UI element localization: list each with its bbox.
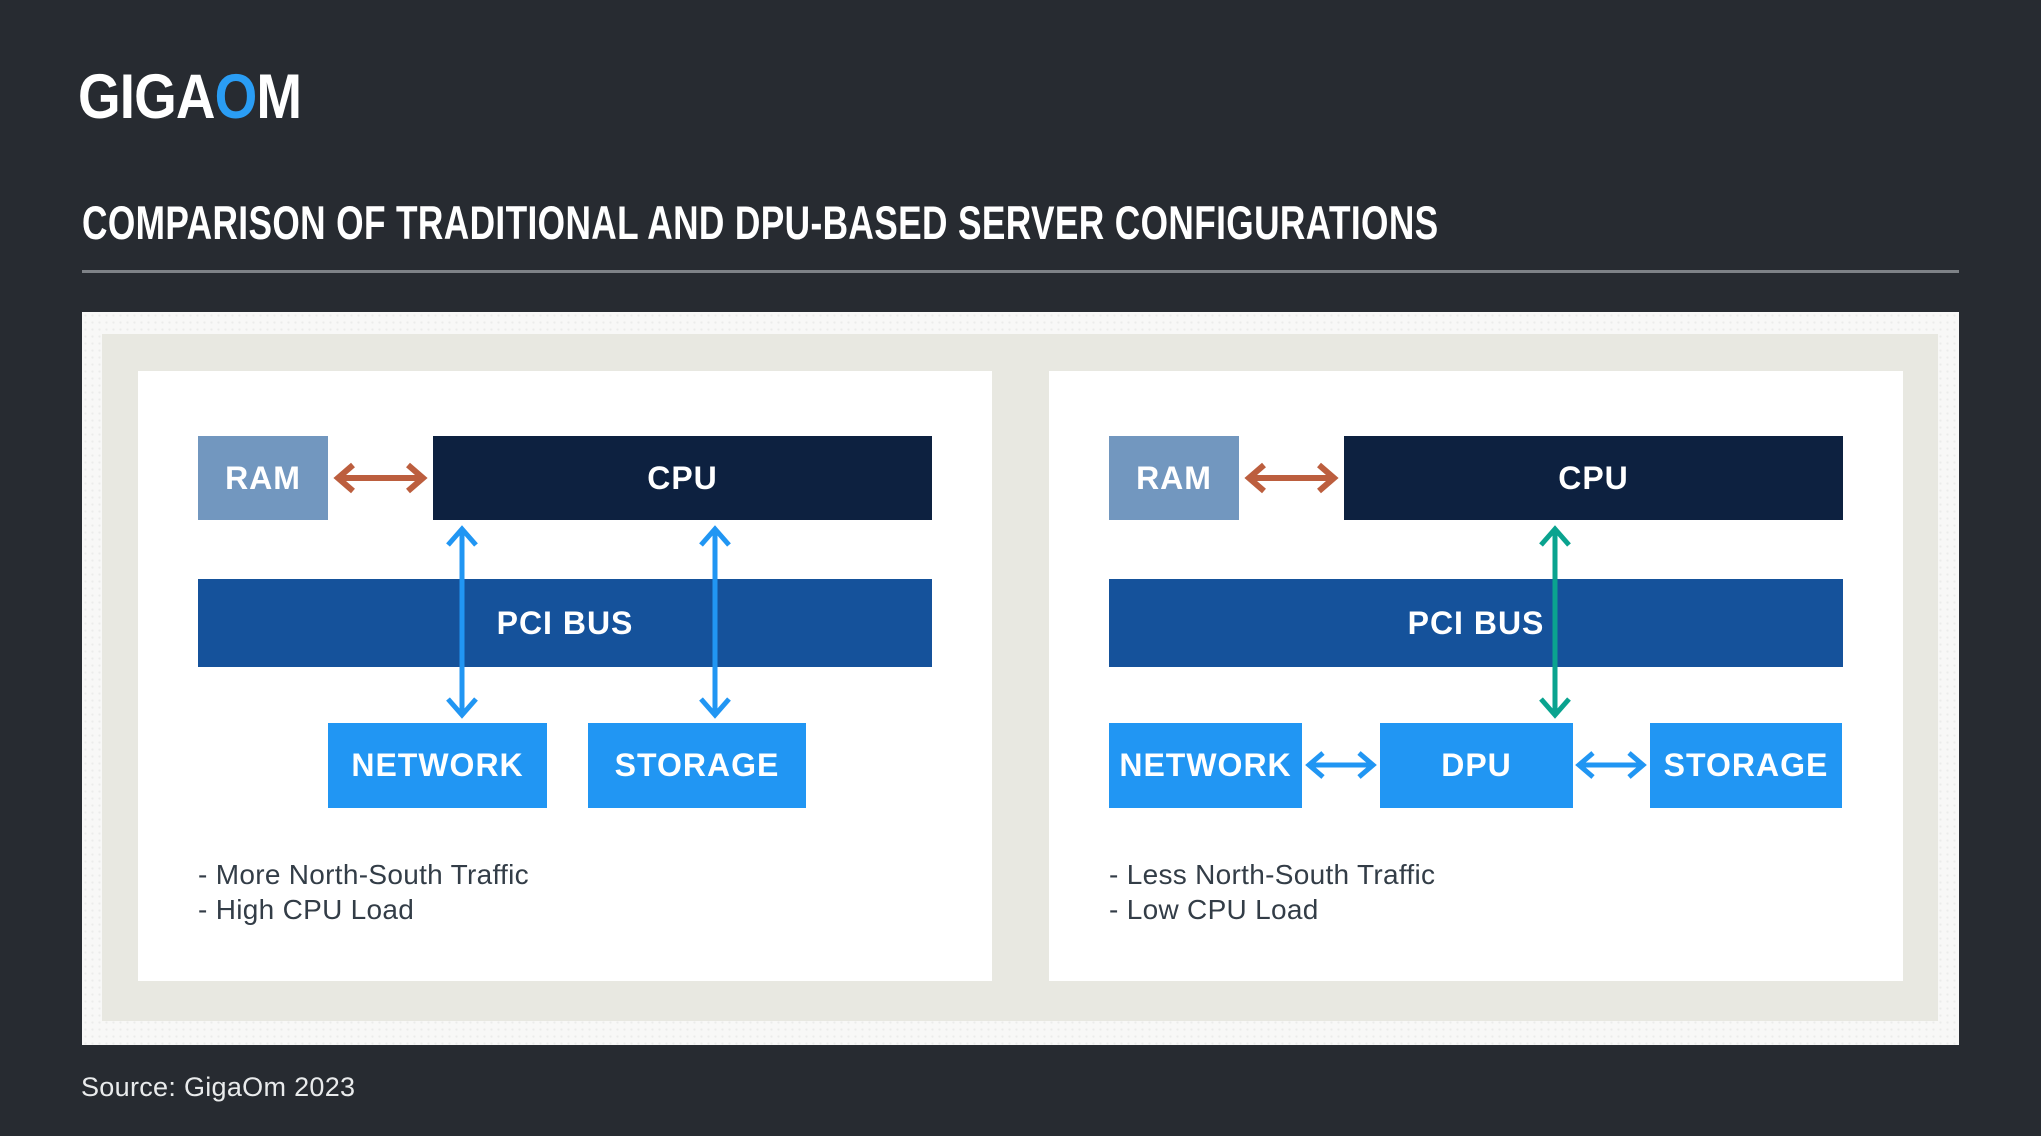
dpu-storage-arrow <box>1572 745 1650 785</box>
storage-box: STORAGE <box>1650 723 1842 808</box>
ram-box: RAM <box>1109 436 1239 520</box>
dpu-box: DPU <box>1380 723 1573 808</box>
ram-box: RAM <box>198 436 328 520</box>
dpu-notes: - Less North-South Traffic - Low CPU Loa… <box>1109 857 1435 927</box>
storage-label: STORAGE <box>614 747 780 783</box>
traditional-notes: - More North-South Traffic - High CPU Lo… <box>198 857 529 927</box>
title-divider <box>82 270 1959 273</box>
note-line: - More North-South Traffic <box>198 859 529 890</box>
logo-part-1: GIGA <box>78 62 215 132</box>
logo-part-2: M <box>256 62 302 132</box>
note-line: - High CPU Load <box>198 894 415 925</box>
network-box: NETWORK <box>328 723 547 808</box>
dpu-server-card: RAM CPU PCI BUS NETWORK DPU STORAGE <box>1049 371 1903 981</box>
traditional-server-card: RAM CPU PCI BUS NETWORK STORAGE - More N… <box>138 371 992 981</box>
network-dpu-arrow <box>1302 745 1380 785</box>
ram-cpu-arrow <box>1239 458 1344 498</box>
network-box: NETWORK <box>1109 723 1302 808</box>
network-label: NETWORK <box>1119 747 1292 783</box>
cpu-box: CPU <box>1344 436 1843 520</box>
ram-label: RAM <box>1136 459 1212 496</box>
cpu-label: CPU <box>1558 459 1629 496</box>
pci-bus-bar: PCI BUS <box>198 579 932 667</box>
storage-label: STORAGE <box>1663 747 1829 783</box>
cpu-dpu-arrow <box>1533 522 1577 722</box>
gigaom-logo: GIGAOM <box>78 66 302 129</box>
pci-bus-label: PCI BUS <box>496 604 634 641</box>
figure-outer-panel: RAM CPU PCI BUS NETWORK STORAGE - More N… <box>82 312 1959 1045</box>
figure-inner-panel: RAM CPU PCI BUS NETWORK STORAGE - More N… <box>102 334 1938 1021</box>
storage-box: STORAGE <box>588 723 806 808</box>
dpu-label: DPU <box>1441 747 1512 783</box>
note-line: - Low CPU Load <box>1109 894 1319 925</box>
cpu-network-arrow <box>440 522 484 722</box>
page-title: COMPARISON OF TRADITIONAL AND DPU-BASED … <box>82 196 1439 249</box>
logo-accent-o: O <box>214 62 258 132</box>
ram-label: RAM <box>225 459 301 496</box>
pci-bus-bar: PCI BUS <box>1109 579 1843 667</box>
pci-bus-label: PCI BUS <box>1407 604 1545 641</box>
source-text: Source: GigaOm 2023 <box>81 1072 356 1102</box>
note-line: - Less North-South Traffic <box>1109 859 1436 890</box>
cpu-box: CPU <box>433 436 932 520</box>
ram-cpu-arrow <box>328 458 433 498</box>
cpu-storage-arrow <box>693 522 737 722</box>
cpu-label: CPU <box>647 459 718 496</box>
network-label: NETWORK <box>351 747 524 783</box>
